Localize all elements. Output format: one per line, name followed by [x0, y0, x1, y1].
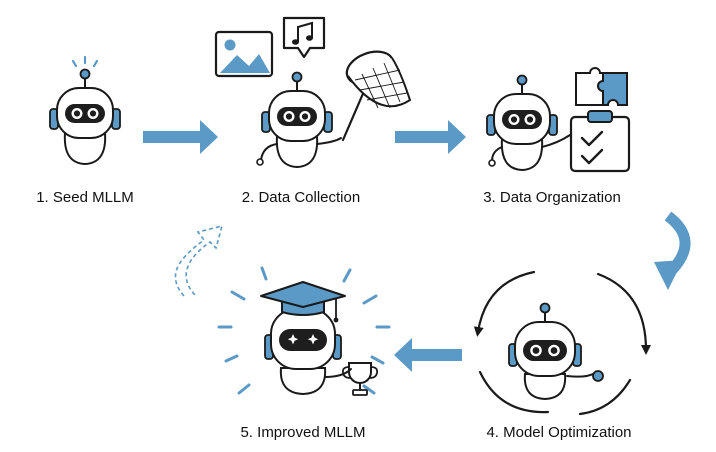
dashed-arrow-icon	[174, 224, 224, 297]
signal-icon	[71, 55, 99, 68]
robot-icon	[49, 55, 121, 166]
stage-label-organization: 3. Data Organization	[483, 189, 621, 206]
music-note-icon	[282, 16, 326, 59]
flow-arrow	[143, 120, 218, 154]
flow-arrow	[395, 120, 466, 154]
robot-icon	[486, 74, 571, 172]
sparkle-rays	[217, 266, 391, 395]
stage-label-seed: 1. Seed MLLM	[36, 189, 134, 206]
stage-label-improved: 5. Improved MLLM	[240, 424, 366, 441]
trophy-icon	[341, 362, 379, 396]
graduation-cap-icon	[260, 281, 346, 323]
puzzle-icon	[575, 67, 628, 106]
flow-arrow	[394, 338, 462, 372]
cycle-arrows-icon	[473, 270, 651, 416]
robot-icon	[508, 302, 604, 401]
clipboard-checklist-icon	[569, 110, 631, 173]
butterfly-net-icon	[341, 50, 412, 142]
stage-label-collection: 2. Data Collection	[241, 189, 361, 206]
robot-icon	[256, 71, 342, 169]
robot-icon	[264, 308, 352, 396]
stage-label-optimization: 4. Model Optimization	[486, 424, 632, 441]
curved-flow-arrow	[654, 211, 691, 290]
image-icon	[214, 30, 274, 78]
